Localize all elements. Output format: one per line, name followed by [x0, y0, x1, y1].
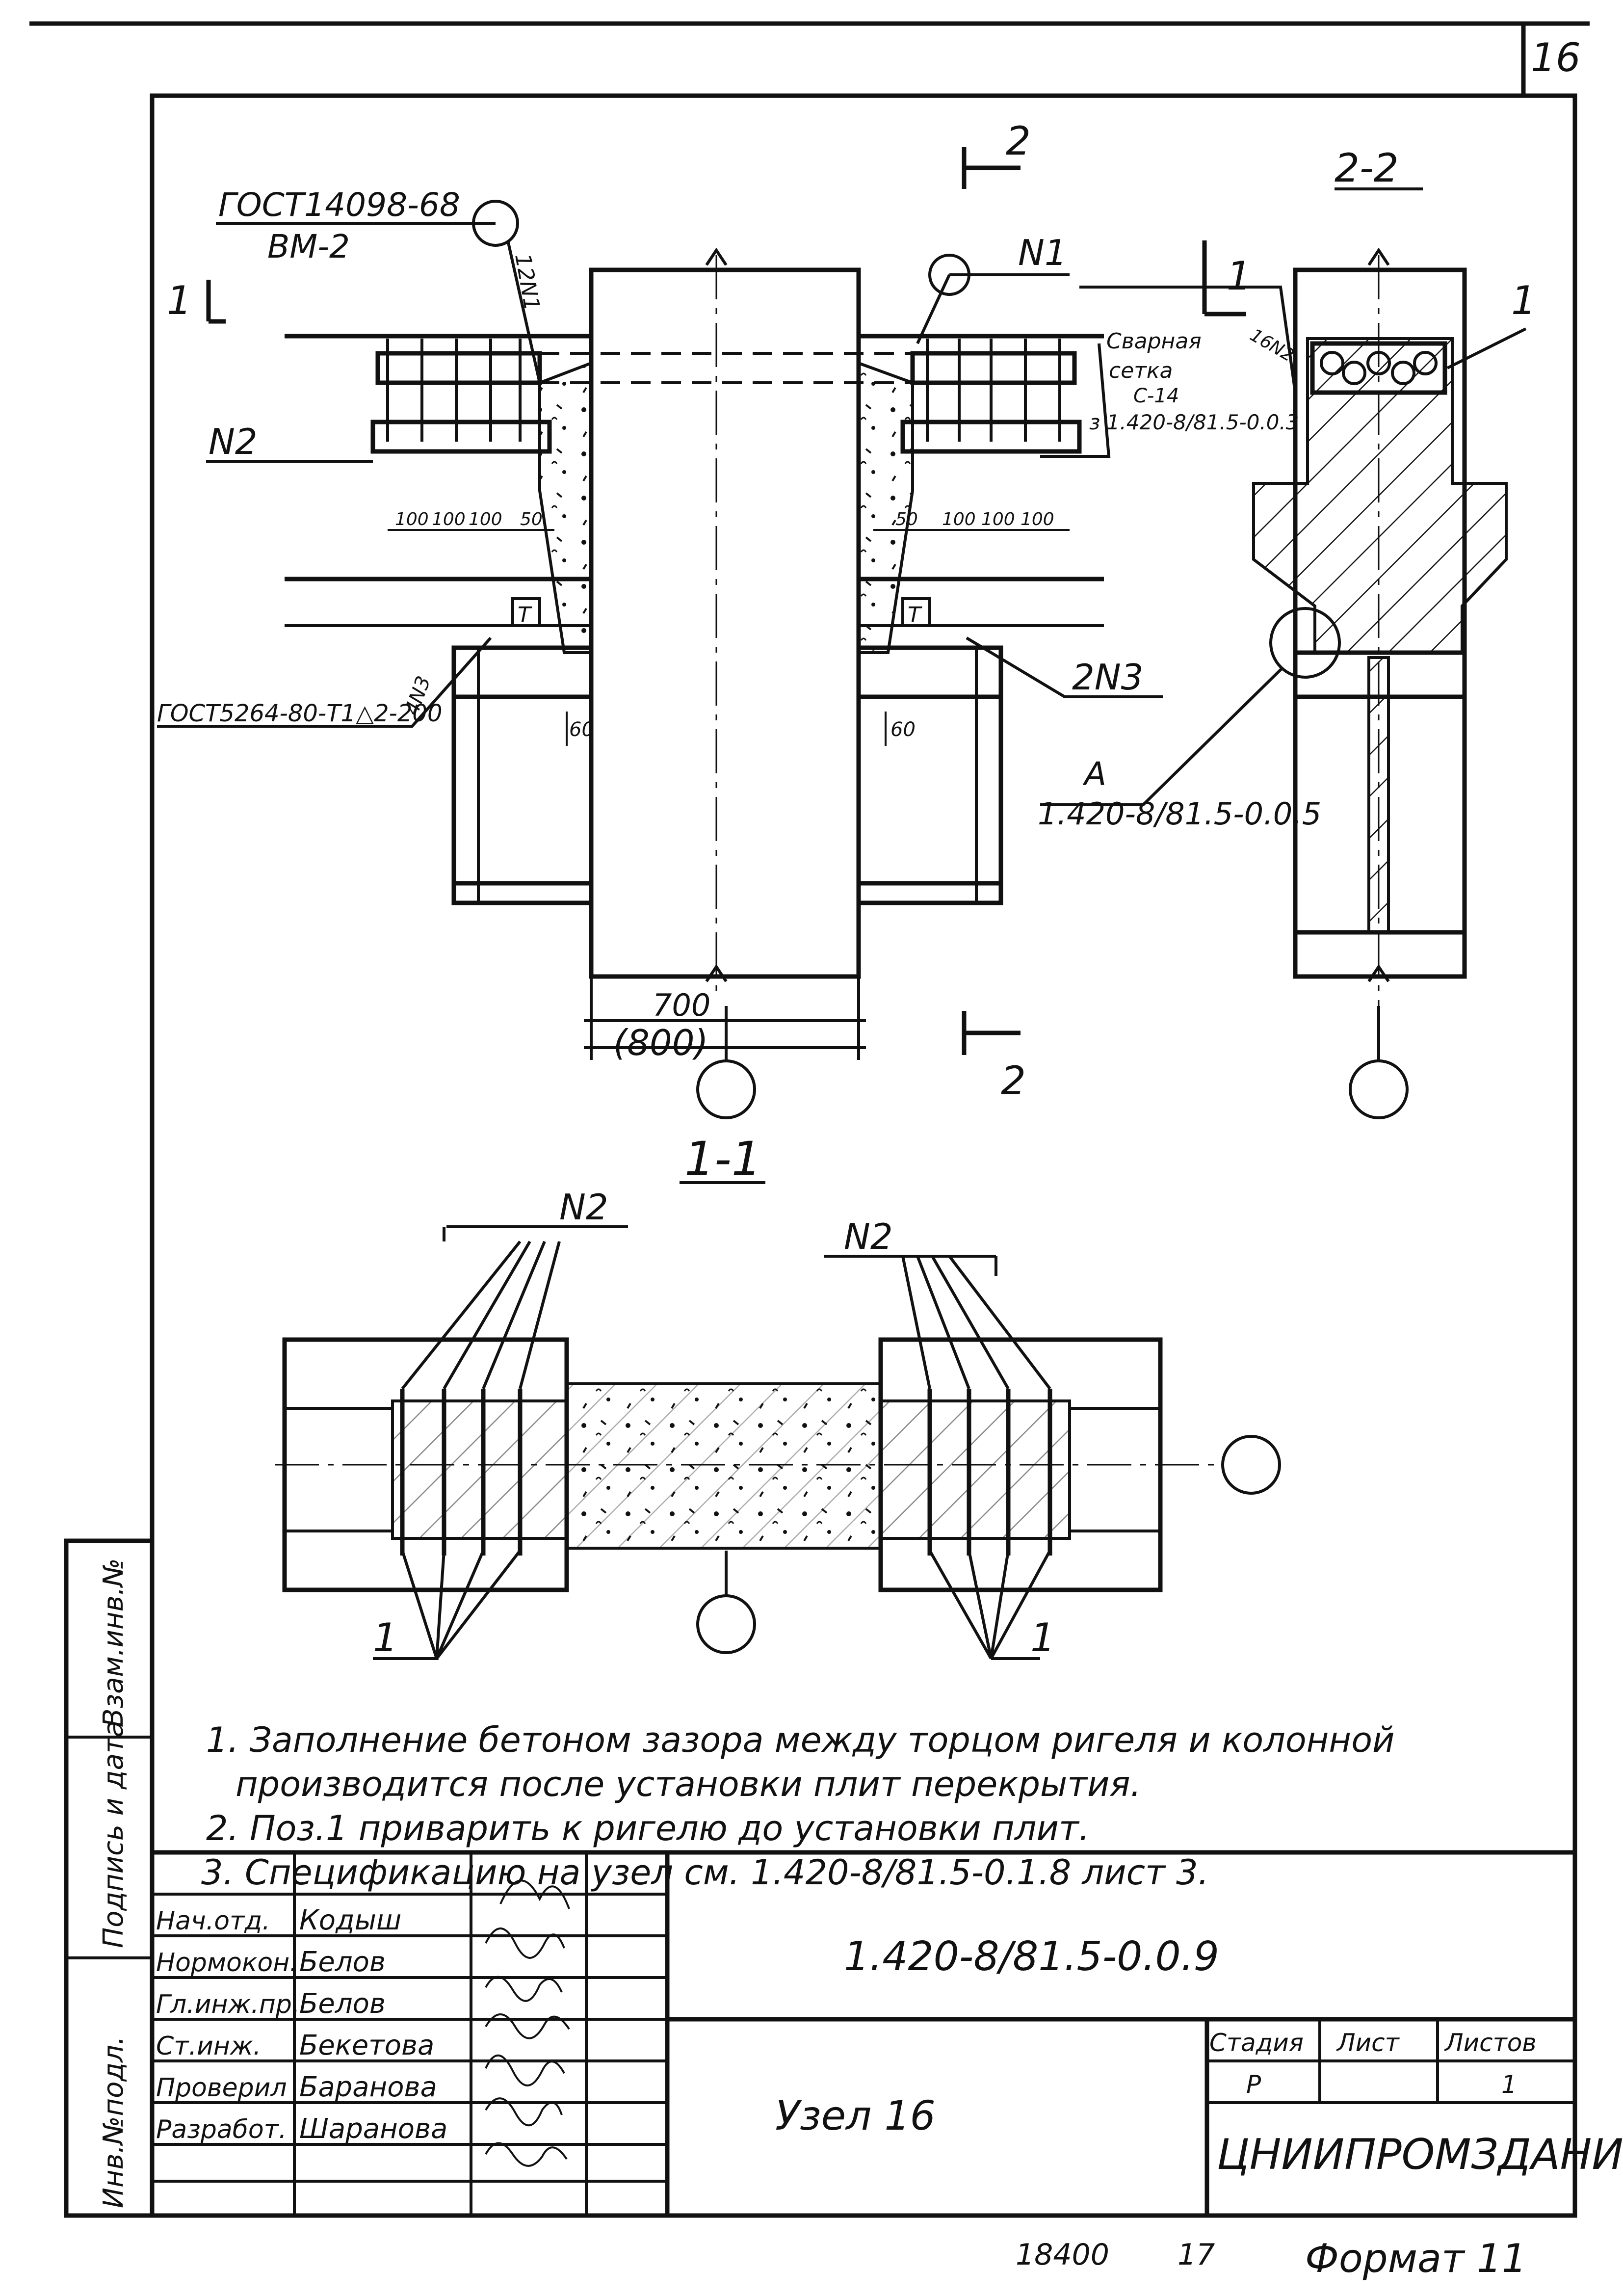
role-5: Разработ. — [156, 2115, 287, 2144]
cut-1-right-label: 1 — [1227, 253, 1252, 299]
dim-60-right: 60 — [890, 718, 916, 741]
organization: ЦНИИПРОМЗДАНИЙ — [1217, 2130, 1623, 2179]
welded-mesh-label-2: сетка — [1109, 358, 1173, 383]
cut-2-top-label: 2 — [1006, 118, 1031, 164]
side-stamp-podpis: Подпись и дата — [98, 1720, 130, 1948]
drawing-title: Узел 16 — [775, 2093, 936, 2139]
dim-800: (800) — [613, 1022, 708, 1063]
cut-1-left-label: 1 — [167, 278, 192, 323]
pos-1-plan-left: 1 — [373, 1615, 398, 1661]
gost-5264-label: ГОСТ5264-80-Т1△2-200 — [157, 700, 442, 727]
bottom-number-b: 17 — [1178, 2238, 1215, 2272]
c14-label: С-14 — [1133, 385, 1179, 407]
n3-label: 2N3 — [1072, 657, 1143, 698]
format-label: Формат 11 — [1305, 2236, 1527, 2281]
name-2: Белов — [299, 1988, 386, 2020]
bottom-number-a: 18400 — [1016, 2238, 1109, 2272]
name-1: Белов — [299, 1946, 386, 1978]
dim-50-2: 50 — [895, 509, 918, 529]
weld-16n2-label: 16N2 — [1247, 325, 1297, 366]
role-0: Нач.отд. — [156, 1906, 270, 1936]
name-5: Шаранова — [299, 2113, 447, 2145]
vm2-label: ВМ-2 — [267, 228, 350, 265]
plan-view — [275, 1225, 1281, 1660]
doc-code: 1.420-8/81.5-0.0.9 — [844, 1933, 1219, 1980]
role-3: Ст.инж. — [156, 2032, 261, 2061]
n2-plan-left-label: N2 — [559, 1187, 608, 1228]
weld-12n1-label: 12N1 — [510, 252, 545, 313]
side-stamp-inv-podl: Инв.№подл. — [98, 2036, 130, 2208]
name-4: Баранова — [299, 2071, 437, 2103]
note-3: 3. Спецификацию на узел см. 1.420-8/81.5… — [201, 1852, 1209, 1893]
dim-60-left: 60 — [569, 718, 594, 741]
role-1: Нормокон. — [156, 1948, 298, 1978]
signatures — [485, 1879, 570, 2167]
detail-a-ref: 1.420-8/81.5-0.0.5 — [1038, 796, 1321, 832]
dim-100-3: 100 — [469, 509, 502, 529]
sheets-header: Листов — [1444, 2029, 1537, 2057]
note-1a: 1. Заполнение бетоном зазора между торцо… — [206, 1720, 1395, 1760]
section-2-2-view — [1040, 240, 1527, 1119]
section-1-1-view — [157, 147, 1163, 1119]
stage-value: Р — [1246, 2070, 1261, 2099]
t-mark-left: Т — [518, 603, 532, 628]
mesh-ref-label: з 1.420-8/81.5-0.0.3 — [1089, 410, 1299, 434]
detail-a-label: А — [1082, 755, 1106, 793]
sec-2-2-title: 2-2 — [1335, 145, 1399, 191]
dim-50-1: 50 — [520, 509, 543, 529]
title-block-grid — [150, 1850, 1577, 2218]
sheet-header: Лист — [1336, 2029, 1400, 2057]
note-2: 2. Поз.1 приварить к ригелю до установки… — [206, 1808, 1090, 1848]
dim-100-1: 100 — [395, 509, 429, 529]
name-3: Бекетова — [299, 2030, 434, 2061]
pos-1-sec22-label: 1 — [1511, 278, 1536, 323]
dim-100-2: 100 — [432, 509, 466, 529]
n1-label: N1 — [1018, 232, 1067, 273]
sheets-value: 1 — [1501, 2070, 1517, 2099]
note-1b: производится после установки плит перекр… — [236, 1764, 1141, 1804]
gost-14098-label: ГОСТ14098-68 — [218, 186, 460, 224]
pos-1-plan-right: 1 — [1030, 1615, 1055, 1661]
role-2: Гл.инж.пр. — [156, 1990, 300, 2019]
role-4: Проверил — [156, 2073, 287, 2103]
sheet-number: 16 — [1531, 35, 1581, 80]
name-0: Кодыш — [299, 1904, 401, 1936]
stage-header: Стадия — [1209, 2029, 1304, 2057]
side-stamp-vzam: Взам.инв.№ — [98, 1558, 130, 1727]
dim-100-4: 100 — [942, 509, 976, 529]
welded-mesh-label: Сварная — [1106, 329, 1202, 354]
sec-1-1-title: 1-1 — [684, 1132, 761, 1187]
n2-plan-right-label: N2 — [844, 1216, 893, 1257]
t-mark-right: Т — [908, 603, 922, 628]
dim-100-5: 100 — [981, 509, 1015, 529]
dim-100-6: 100 — [1021, 509, 1054, 529]
n2-left-label: N2 — [209, 421, 258, 462]
cut-2-bottom-label: 2 — [1001, 1058, 1026, 1104]
dim-700: 700 — [653, 987, 710, 1023]
